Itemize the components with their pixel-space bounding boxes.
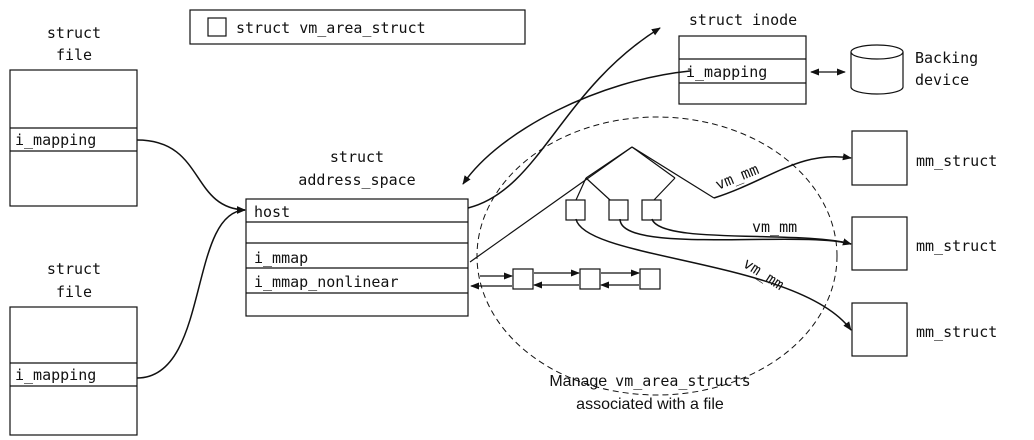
struct-file-top: struct file i_mapping: [9, 24, 138, 207]
vm-mm-curve-2b: [651, 218, 852, 245]
legend-label: struct vm_area_struct: [236, 19, 426, 37]
address-space-i-mmap-nonlinear: i_mmap_nonlinear: [254, 273, 399, 291]
address-space-host: host: [254, 203, 290, 221]
host-to-inode: [467, 27, 661, 209]
vma-tree-node-3: [641, 199, 662, 221]
caption: Manage vm_area_structs associated with a…: [549, 372, 750, 413]
inode-i-mapping: i_mapping: [686, 63, 767, 81]
file-bottom-title-line2: file: [56, 283, 92, 301]
mm-struct-3: mm_struct: [851, 302, 997, 357]
legend-frame: [189, 9, 526, 45]
vma-group-ellipse: [476, 116, 838, 396]
file-bottom-box: [9, 306, 138, 436]
legend: struct vm_area_struct: [189, 9, 526, 45]
file-top-box: [9, 69, 138, 207]
file-top-title-line1: struct: [47, 24, 101, 42]
backing-device-label-line1: Backing: [915, 49, 978, 67]
mm-struct-2-label: mm_struct: [916, 237, 997, 255]
inode-title: struct inode: [689, 11, 797, 29]
vma-nonlinear-list: [470, 268, 661, 290]
backing-device-label-line2: device: [915, 71, 969, 89]
mm-struct-1-label: mm_struct: [916, 152, 997, 170]
address-space-title-line1: struct: [330, 148, 384, 166]
vma-list-node-3: [639, 268, 661, 290]
vm-mm-label-2: vm_mm: [752, 218, 797, 236]
vma-tree: [469, 146, 715, 263]
inode-box: [678, 35, 807, 105]
vma-list-node-1: [512, 268, 534, 290]
file-top-to-address-space: [136, 139, 246, 214]
address-space-title-line2: address_space: [298, 171, 415, 189]
address-space-box: [245, 198, 469, 317]
caption-prefix: Manage: [549, 373, 607, 390]
address-space-i-mmap: i_mmap: [254, 249, 308, 267]
file-top-i-mapping: i_mapping: [15, 131, 96, 149]
file-bottom-title-line1: struct: [47, 260, 101, 278]
struct-inode: struct inode i_mapping: [678, 11, 807, 105]
vm-mm-curve-3: [575, 218, 852, 331]
caption-code: vm_area_structs: [615, 372, 750, 390]
file-bottom-to-address-space: [136, 206, 246, 379]
struct-address-space: struct address_space host i_mmap i_mmap_…: [245, 148, 469, 317]
backing-device-cylinder: [850, 52, 904, 95]
file-bottom-i-mapping: i_mapping: [15, 366, 96, 384]
file-top-title-line2: file: [56, 46, 92, 64]
vm-mm-label-3: vm_mm: [740, 254, 788, 294]
mm-struct-2: mm_struct: [851, 216, 997, 271]
vma-tree-node-1: [565, 199, 586, 221]
vm-mm-curve-1: [713, 153, 852, 199]
inode-to-address-space: [462, 70, 691, 185]
mm-struct-1: mm_struct: [851, 130, 997, 186]
struct-file-bottom: struct file i_mapping: [9, 260, 138, 436]
caption-line2: associated with a file: [576, 396, 724, 413]
mm-struct-3-label: mm_struct: [916, 323, 997, 341]
backing-device: Backing device: [850, 44, 978, 95]
vma-tree-node-2: [608, 199, 629, 221]
legend-vma-symbol: [207, 17, 227, 37]
vma-list-node-2: [579, 268, 601, 290]
caption-line1: Manage vm_area_structs: [549, 372, 750, 390]
